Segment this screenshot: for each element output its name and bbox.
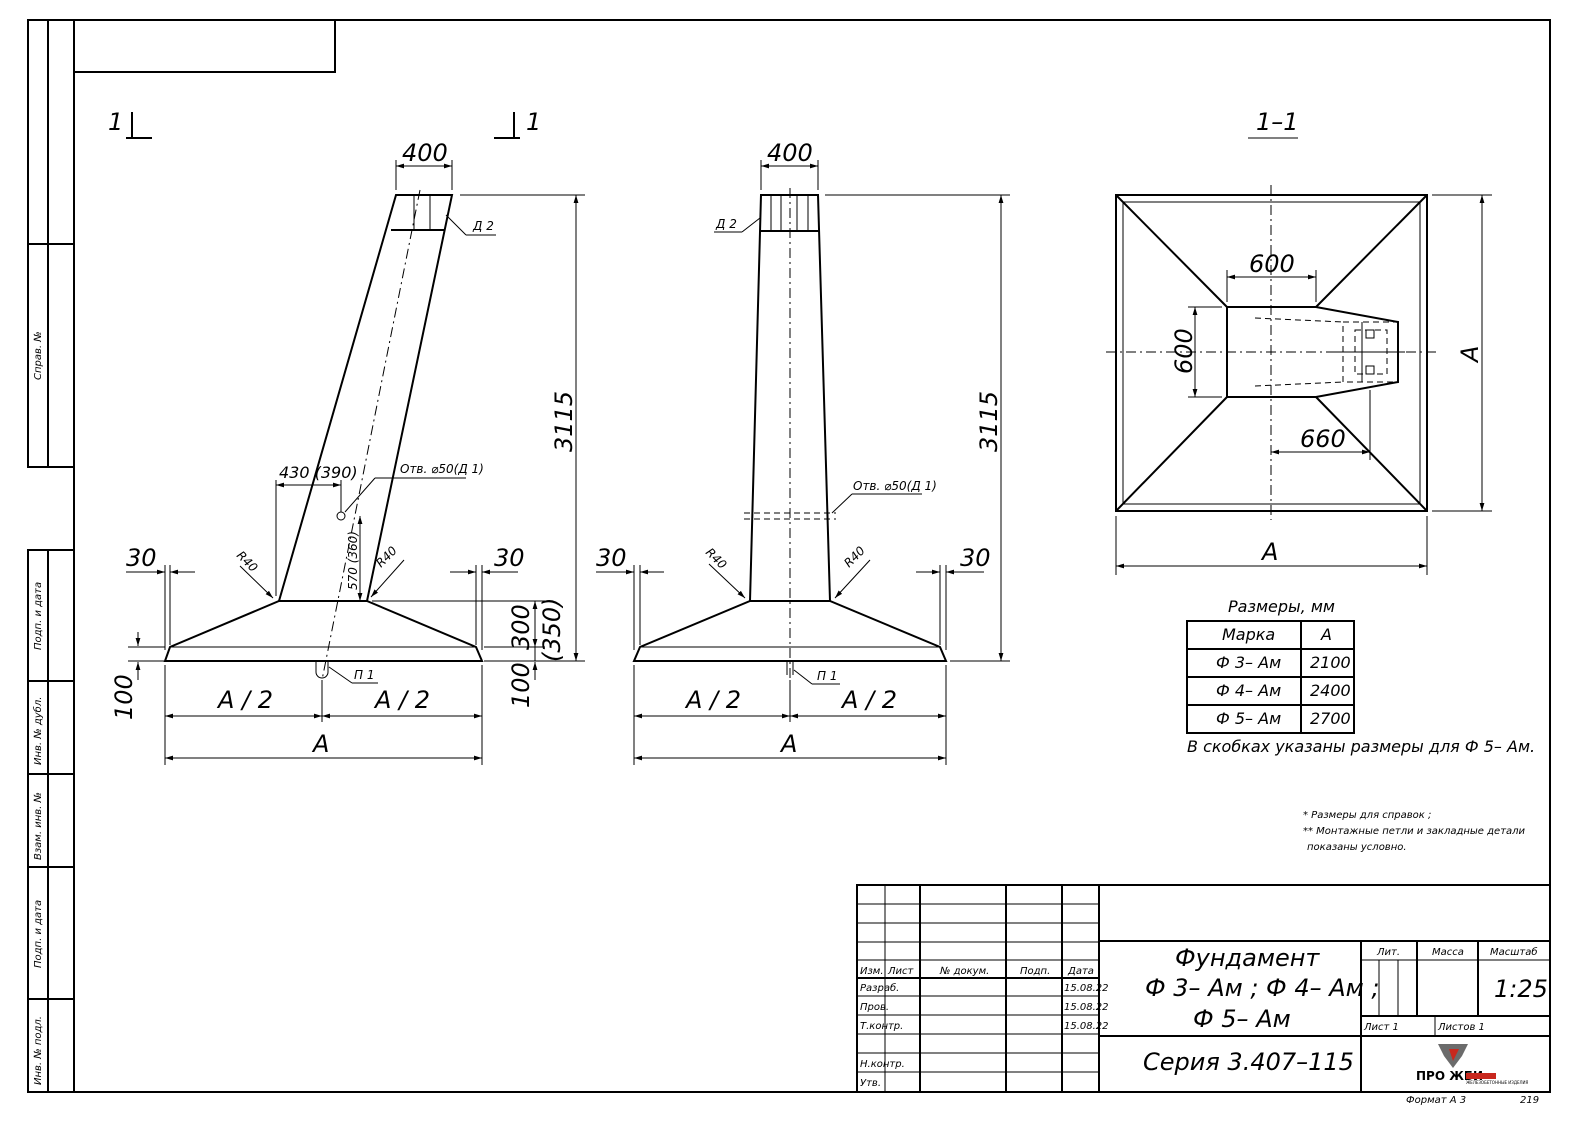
strip-label-inv-podl: Инв. № подл. <box>33 1016 44 1085</box>
strip-label-podp-2: Подп. и дата <box>33 900 44 968</box>
note-line: показаны условно. <box>1307 842 1407 853</box>
tb-col-izm: Изм. <box>860 966 884 977</box>
sheet-frame <box>27 19 1551 1093</box>
tb-col-list: Лист <box>887 966 915 977</box>
title-block: Изм. Лист № докум. Подп. Дата Разраб. Пр… <box>856 884 1551 1106</box>
logo-text: ПРО ЖБИ <box>1416 1069 1483 1083</box>
side-insert-label: Д 2 <box>472 219 494 233</box>
side-loop-label: П 1 <box>354 668 374 682</box>
side-dim-offset: 430 (390) <box>279 463 358 482</box>
sizes-row-a: 2700 <box>1310 709 1351 728</box>
tb-series: Серия 3.407–115 <box>1143 1048 1354 1076</box>
tb-name-line1: Фундамент <box>1175 944 1320 972</box>
tb-date: 15.08.22 <box>1064 1021 1109 1032</box>
side-dim-height: 3115 <box>550 391 578 452</box>
side-dim-base-left: 100 <box>110 674 138 720</box>
sizes-header-a: A <box>1320 625 1332 644</box>
sizes-row-mark: Ф 4– Ам <box>1216 681 1281 700</box>
sizes-header-mark: Марка <box>1222 625 1275 644</box>
side-dim-slope-alt: (350) <box>538 597 566 662</box>
strip-label-podp-1: Подп. и дата <box>33 582 44 650</box>
section-mark-left: 1 <box>108 108 123 136</box>
front-full-width: A <box>779 730 797 758</box>
tb-page: 219 <box>1520 1095 1539 1106</box>
tb-col-doc: № докум. <box>939 966 989 977</box>
tb-massa: Масса <box>1432 947 1464 958</box>
tb-name-line2: Ф 3– Ам ; Ф 4– Ам ; <box>1145 974 1379 1002</box>
tb-col-podp: Подп. <box>1020 966 1050 977</box>
tb-scale: 1:25 <box>1494 975 1548 1003</box>
tb-col-date: Дата <box>1067 966 1094 977</box>
plan-bottom-a: A <box>1260 538 1278 566</box>
side-full-width: A <box>311 730 329 758</box>
section-title: 1–1 <box>1256 108 1299 136</box>
front-dim-height: 3115 <box>975 391 1003 452</box>
tb-date: 15.08.22 <box>1064 1002 1109 1013</box>
side-edge-right: 30 <box>494 544 525 572</box>
tb-format: Формат А 3 <box>1406 1095 1466 1106</box>
side-half-right: A / 2 <box>373 686 430 714</box>
tb-masshtab: Масштаб <box>1490 946 1538 958</box>
note-line: ** Монтажные петли и закладные детали <box>1303 826 1526 837</box>
plan-dim-bottom: 660 <box>1300 425 1346 453</box>
plan-dim-top: 600 <box>1249 250 1295 278</box>
tb-sheet: Лист 1 <box>1363 1022 1399 1033</box>
front-edge-left: 30 <box>596 544 627 572</box>
sizes-row-mark: Ф 3– Ам <box>1216 653 1281 672</box>
tb-name-line3: Ф 5– Ам <box>1193 1005 1291 1033</box>
front-loop-label: П 1 <box>817 669 837 683</box>
sizes-table-title: Размеры, мм <box>1228 597 1335 616</box>
side-half-left: A / 2 <box>216 686 273 714</box>
strip-label-vzam: Взам. инв. № <box>33 792 44 860</box>
front-hole-label: Отв. ⌀50(Д 1) <box>853 479 937 493</box>
logo-subtext: ЖЕЛЕЗОБЕТОННЫЕ ИЗДЕЛИЯ <box>1466 1080 1529 1085</box>
tb-date: 15.08.22 <box>1064 983 1109 994</box>
sizes-table: Размеры, мм Марка A Ф 3– Ам 2100 Ф 4– Ам… <box>1186 597 1535 756</box>
section-mark-right: 1 <box>526 108 541 136</box>
plan-dim-left: 600 <box>1170 328 1198 374</box>
tb-role: Пров. <box>860 1002 889 1013</box>
note-line: * Размеры для справок ; <box>1303 810 1431 821</box>
tb-role: Разраб. <box>860 982 899 994</box>
side-dim-base-right: 100 <box>507 662 535 708</box>
general-notes: * Размеры для справок ; ** Монтажные пет… <box>1303 810 1526 853</box>
company-logo-icon <box>1438 1044 1468 1068</box>
side-dim-slope: 300 <box>507 604 535 650</box>
front-radius-left: R40 <box>703 545 730 572</box>
side-dim-rise: 570 (360) <box>346 531 360 590</box>
plan-side-a: A <box>1456 346 1484 364</box>
sizes-row-mark: Ф 5– Ам <box>1216 709 1281 728</box>
side-dim-top-width: 400 <box>402 139 448 167</box>
side-hole-label: Отв. ⌀50(Д 1) <box>400 462 484 476</box>
sizes-table-note: В скобках указаны размеры для Ф 5– Ам. <box>1187 737 1535 756</box>
tb-role: Утв. <box>860 1078 881 1089</box>
side-edge-left: 30 <box>126 544 157 572</box>
front-half-right: A / 2 <box>840 686 897 714</box>
tb-role: Н.контр. <box>860 1059 905 1070</box>
left-strip-labels: Справ. № Подп. и дата Инв. № дубл. Взам.… <box>32 331 44 1085</box>
logo-accent-bar <box>1466 1073 1496 1079</box>
tb-role: Т.контр. <box>860 1021 903 1032</box>
front-view: 400 Д 2 3115 Отв. ⌀50(Д 1) R40 R40 30 30 <box>596 139 1010 765</box>
sizes-row-a: 2400 <box>1310 681 1351 700</box>
front-half-left: A / 2 <box>684 686 741 714</box>
tb-sheets: Листов 1 <box>1437 1022 1485 1033</box>
front-edge-right: 30 <box>960 544 991 572</box>
side-radius-left: R40 <box>234 548 261 575</box>
front-insert-label: Д 2 <box>715 217 737 231</box>
strip-label-sprav: Справ. № <box>33 331 44 380</box>
sizes-row-a: 2100 <box>1310 653 1351 672</box>
tb-lit: Лит. <box>1376 947 1400 958</box>
strip-label-inv-dubl: Инв. № дубл. <box>32 697 44 765</box>
plan-view: 1–1 600 600 660 <box>1106 108 1492 575</box>
side-view: 1 1 400 Д 2 3115 430 <box>108 108 585 765</box>
front-dim-top-width: 400 <box>767 139 813 167</box>
